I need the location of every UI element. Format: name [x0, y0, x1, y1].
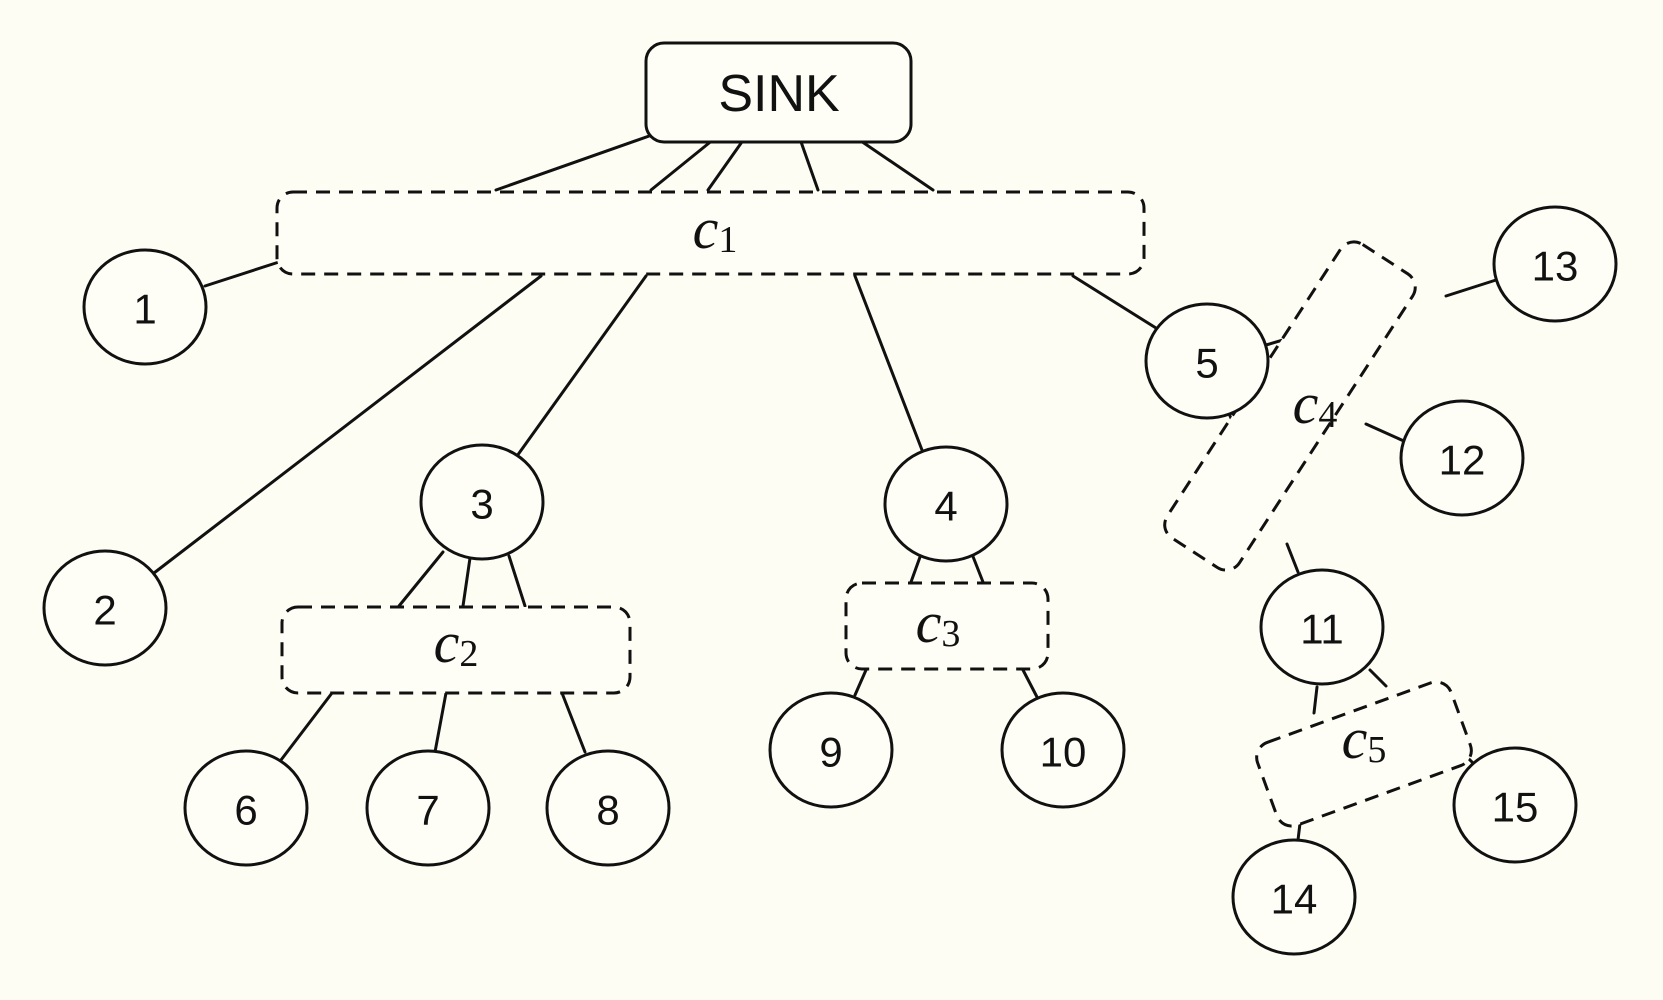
node-13-circle: [1492, 205, 1618, 323]
node-8-label: 8: [596, 787, 619, 834]
cluster-c5: c5: [1255, 680, 1473, 828]
edge-11-c5-a: [1312, 685, 1319, 715]
node-9-label: 9: [819, 729, 842, 776]
node-13: 13: [1492, 205, 1618, 323]
node-9-circle: [768, 691, 894, 809]
node-15: 15: [1452, 746, 1578, 864]
edge-c2-6: [279, 691, 334, 762]
node-7-circle: [365, 749, 491, 867]
node-5-circle: [1144, 302, 1270, 420]
node-11-label: 11: [1300, 606, 1344, 653]
edge-c1-4: [853, 274, 924, 452]
edge-4-c3-b: [970, 552, 985, 584]
edge-c1-3: [515, 274, 648, 458]
cluster-c5-label: c5: [1342, 706, 1387, 772]
edge-3-c2-a: [397, 550, 445, 608]
node-12-circle: [1399, 399, 1525, 517]
edge-4-c3-a: [909, 555, 922, 584]
sink-label: SINK: [718, 65, 840, 123]
node-7-label: 7: [416, 787, 439, 834]
cluster-c3-box: [844, 581, 1050, 671]
node-6-label: 6: [234, 787, 257, 834]
node-2-circle: [42, 549, 168, 667]
edge-sink-c1-c: [706, 137, 746, 192]
edge-c4-11: [1285, 542, 1300, 574]
cluster-c4-box: [1163, 240, 1417, 572]
node-4-circle: [883, 445, 1009, 563]
node-8: 8: [545, 749, 671, 867]
cluster-c2: c2: [280, 605, 632, 695]
node-1-circle: [82, 248, 208, 366]
node-12-label: 12: [1439, 437, 1486, 484]
cluster-c2-box: [280, 605, 632, 695]
node-3: 3: [419, 443, 545, 561]
cluster-c2-label: c2: [434, 610, 479, 676]
node-12: 12: [1399, 399, 1525, 517]
edge-c2-8: [560, 691, 587, 754]
edge-c4-12: [1364, 422, 1408, 444]
node-6-circle: [183, 749, 309, 867]
edge-c1-5: [1071, 274, 1158, 330]
node-10: 10: [1000, 691, 1126, 809]
node-3-circle: [419, 443, 545, 561]
edge-sink-c1-a: [494, 133, 654, 192]
sink-box: [644, 41, 913, 144]
node-11: 11: [1259, 568, 1385, 686]
edge-c3-9: [853, 668, 868, 697]
node-14-label: 14: [1271, 876, 1318, 923]
edge-c1-1: [203, 260, 281, 288]
cluster-c1-box: [275, 190, 1146, 276]
node-13-label: 13: [1532, 243, 1579, 290]
node-15-circle: [1452, 746, 1578, 864]
node-15-label: 15: [1492, 784, 1539, 831]
sink-node: SINK: [644, 41, 913, 144]
node-4: 4: [883, 445, 1009, 563]
node-14-circle: [1231, 838, 1357, 956]
edge-3-c2-b: [461, 556, 472, 608]
edge-3-c2-c: [507, 554, 527, 608]
cluster-c3-label: c3: [916, 590, 961, 656]
edge-sink-c1-d: [798, 137, 820, 192]
node-4-label: 4: [934, 483, 957, 530]
cluster-c5-box: [1255, 680, 1473, 828]
node-11-circle: [1259, 568, 1385, 686]
node-2-label: 2: [93, 587, 116, 634]
cluster-c4: c4: [1163, 240, 1417, 572]
node-6: 6: [183, 749, 309, 867]
node-14: 14: [1231, 838, 1357, 956]
node-5-label: 5: [1195, 340, 1218, 387]
node-10-label: 10: [1040, 729, 1087, 776]
node-1: 1: [82, 248, 208, 366]
edge-c2-7: [433, 691, 448, 754]
edge-11-c5-b: [1368, 668, 1388, 688]
node-3-label: 3: [470, 481, 493, 528]
edge-sink-c1-e: [856, 137, 935, 192]
node-5: 5: [1144, 302, 1270, 420]
edge-c3-10: [1021, 668, 1039, 699]
edge-c1-2: [152, 274, 543, 575]
node-7: 7: [365, 749, 491, 867]
cluster-c1: c1: [275, 190, 1146, 276]
cluster-c4-label: c4: [1293, 371, 1338, 437]
node-9: 9: [768, 691, 894, 809]
node-1-label: 1: [133, 286, 156, 333]
node-2: 2: [42, 549, 168, 667]
cluster-c3: c3: [844, 581, 1050, 671]
node-10-circle: [1000, 691, 1126, 809]
cluster-c1-label: c1: [693, 196, 738, 262]
edge-sink-c1-b: [649, 137, 716, 192]
edge-c4-13: [1444, 278, 1498, 298]
node-8-circle: [545, 749, 671, 867]
